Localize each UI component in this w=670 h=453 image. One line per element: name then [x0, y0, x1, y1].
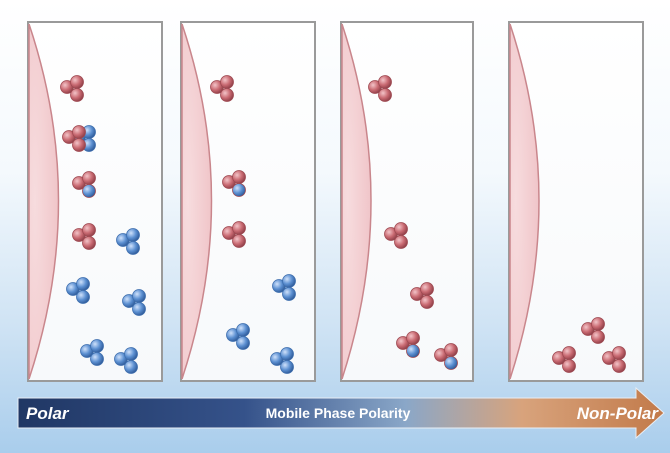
- atom: [71, 89, 84, 102]
- atom: [237, 324, 250, 337]
- atom: [421, 296, 434, 309]
- column-panel-4: [509, 22, 643, 381]
- column-panel-3: [341, 22, 473, 381]
- atom: [563, 360, 576, 373]
- atom: [445, 357, 458, 370]
- atom: [592, 318, 605, 331]
- atom: [407, 332, 420, 345]
- atom: [563, 347, 576, 360]
- atom: [77, 278, 90, 291]
- atom: [613, 347, 626, 360]
- non-polar-label: Non-Polar: [577, 404, 660, 423]
- atom: [233, 222, 246, 235]
- mobile-phase-polarity-arrow: Polar Mobile Phase Polarity Non-Polar: [18, 388, 664, 438]
- atom: [77, 291, 90, 304]
- atom: [83, 185, 96, 198]
- atom: [395, 236, 408, 249]
- atom: [281, 361, 294, 374]
- atom: [73, 139, 86, 152]
- atom: [71, 76, 84, 89]
- atom: [127, 229, 140, 242]
- atom: [83, 172, 96, 185]
- atom: [125, 361, 138, 374]
- polar-label: Polar: [26, 404, 70, 423]
- atom: [83, 237, 96, 250]
- column-panel-1: [28, 22, 162, 381]
- atom: [395, 223, 408, 236]
- atom: [283, 288, 296, 301]
- atom: [592, 331, 605, 344]
- atom: [613, 360, 626, 373]
- atom: [233, 184, 246, 197]
- atom: [237, 337, 250, 350]
- atom: [221, 76, 234, 89]
- atom: [379, 89, 392, 102]
- mobile-phase-polarity-label: Mobile Phase Polarity: [266, 405, 411, 421]
- atom: [233, 171, 246, 184]
- atom: [133, 290, 146, 303]
- atom: [283, 275, 296, 288]
- atom: [421, 283, 434, 296]
- atom: [233, 235, 246, 248]
- atom: [133, 303, 146, 316]
- atom: [281, 348, 294, 361]
- atom: [83, 224, 96, 237]
- atom: [445, 344, 458, 357]
- atom: [127, 242, 140, 255]
- atom: [407, 345, 420, 358]
- atom: [73, 126, 86, 139]
- atom: [91, 353, 104, 366]
- atom: [379, 76, 392, 89]
- atom: [91, 340, 104, 353]
- atom: [125, 348, 138, 361]
- atom: [221, 89, 234, 102]
